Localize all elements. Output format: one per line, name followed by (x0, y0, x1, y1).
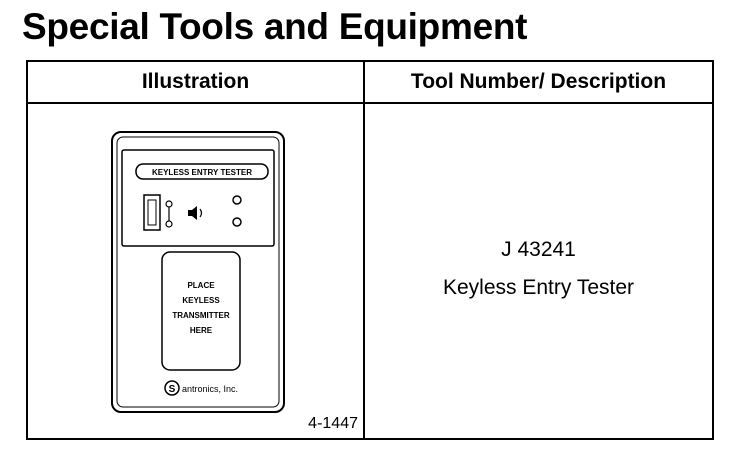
indicator-light-bottom (232, 217, 242, 227)
transmitter-pad (161, 251, 241, 371)
figure-number: 4-1447 (308, 415, 358, 432)
tools-table: Illustration Tool Number/ Description KE… (26, 60, 714, 440)
pad-text-keyless: KEYLESS (182, 296, 220, 305)
keyless-entry-tester-illustration: KEYLESS ENTRY TESTER PLACE KEYLESS TRANS… (111, 131, 285, 413)
switch-indicator-bottom (165, 220, 173, 228)
switch-inner (147, 199, 157, 226)
brand-logo-letter: S (169, 384, 176, 395)
tool-number: J 43241 (501, 238, 576, 261)
speaker-wave-icon (199, 208, 203, 218)
brand-logo-icon (164, 380, 180, 396)
pad-text-here: HERE (190, 326, 213, 335)
header-tool-number-description: Tool Number/ Description (410, 70, 667, 93)
pad-text-transmitter: TRANSMITTER (172, 311, 230, 320)
page-title: Special Tools and Equipment (22, 6, 528, 47)
indicator-light-top (232, 195, 242, 205)
speaker-icon (188, 206, 197, 220)
brand-name: antronics, Inc. (182, 384, 238, 394)
device-label: KEYLESS ENTRY TESTER (152, 168, 252, 177)
illustration-cell: KEYLESS ENTRY TESTER PLACE KEYLESS TRANS… (28, 104, 363, 438)
header-illustration: Illustration (141, 70, 250, 93)
header-divider (28, 102, 712, 104)
device-label-plate (135, 163, 269, 180)
column-divider (363, 62, 365, 438)
description-cell: J 43241 Keyless Entry Tester (365, 104, 712, 438)
device-top-panel (121, 149, 275, 247)
pad-text-place: PLACE (187, 281, 215, 290)
switch-outer (143, 194, 161, 231)
device-body-inner (116, 136, 280, 408)
tool-description: Keyless Entry Tester (442, 276, 635, 299)
